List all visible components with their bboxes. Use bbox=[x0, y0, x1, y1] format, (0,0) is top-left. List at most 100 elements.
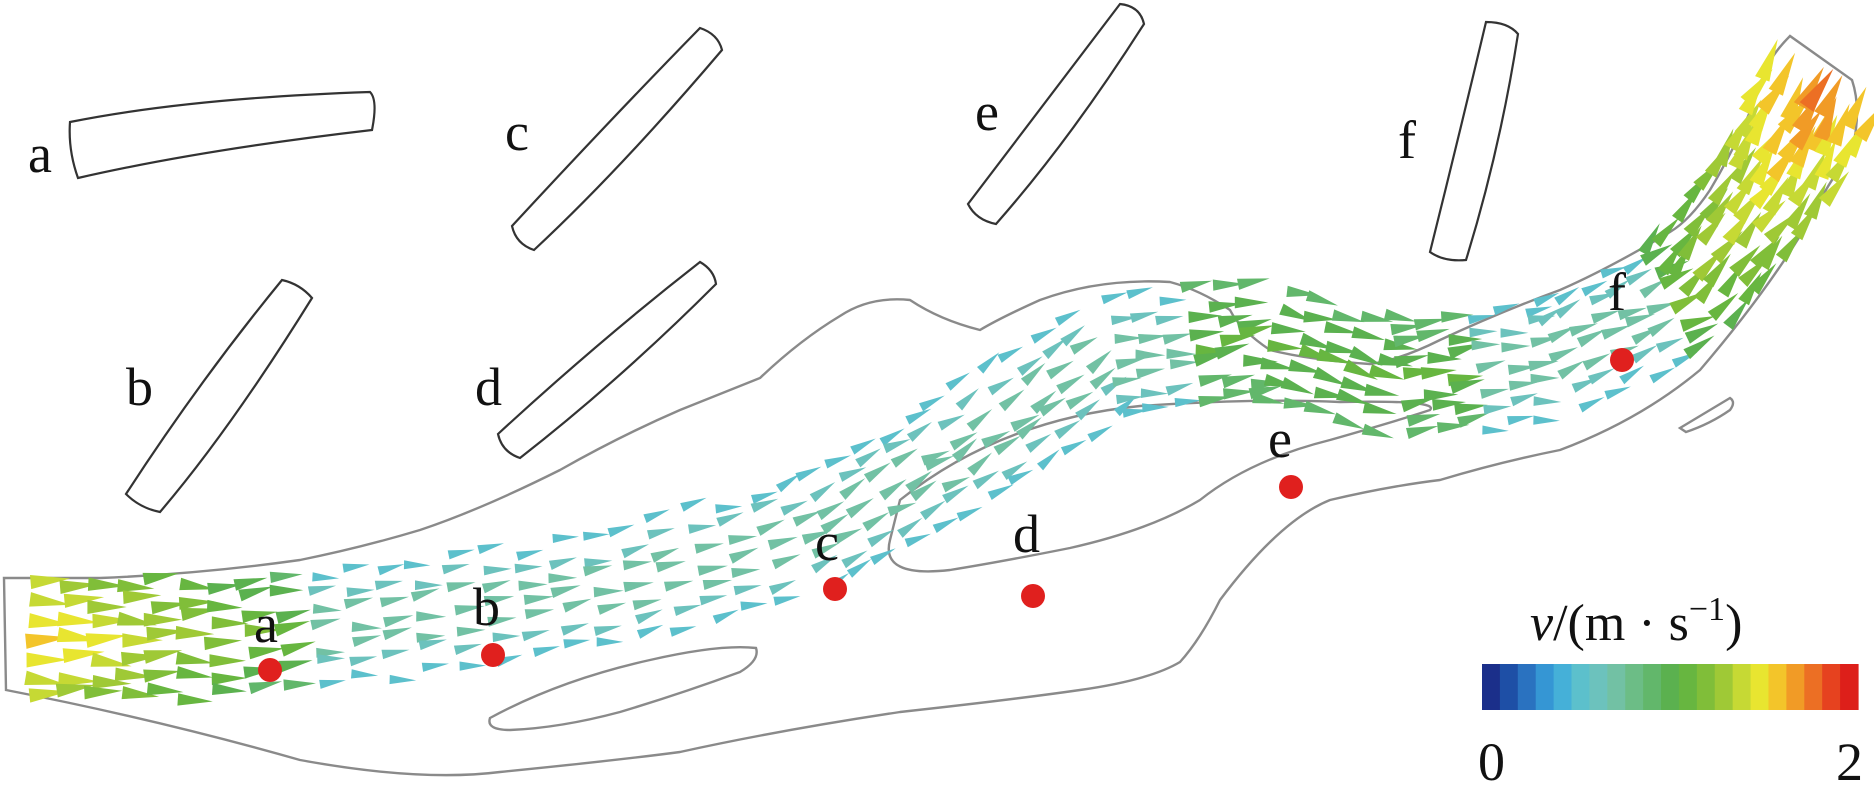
velocity-arrow bbox=[1030, 390, 1057, 414]
velocity-arrow bbox=[58, 672, 99, 687]
velocity-arrow bbox=[1060, 439, 1087, 456]
legend-unit-label: v/(m · s−1) bbox=[1530, 591, 1742, 652]
colorbar-step bbox=[1553, 664, 1573, 710]
velocity-arrow bbox=[207, 582, 242, 595]
velocity-arrow bbox=[949, 432, 978, 451]
velocity-arrow bbox=[1547, 326, 1576, 344]
velocity-arrow bbox=[1188, 311, 1223, 324]
velocity-arrow bbox=[1252, 392, 1285, 404]
velocity-arrow bbox=[1684, 323, 1719, 344]
velocity-arrow bbox=[833, 528, 863, 544]
legend-unit-sup: −1 bbox=[1689, 591, 1725, 628]
velocity-arrow bbox=[1016, 356, 1043, 376]
velocity-arrow bbox=[622, 560, 652, 571]
velocity-arrow bbox=[1587, 368, 1615, 385]
velocity-arrow bbox=[945, 372, 970, 391]
colorbar-step bbox=[1768, 664, 1787, 710]
velocity-arrow bbox=[1533, 415, 1560, 425]
velocity-arrow bbox=[924, 455, 955, 471]
velocity-arrow bbox=[521, 630, 550, 642]
velocity-arrow bbox=[87, 577, 126, 591]
velocity-arrow bbox=[1533, 292, 1560, 308]
velocity-arrow bbox=[143, 612, 183, 627]
velocity-arrow bbox=[1768, 52, 1796, 96]
velocity-arrow bbox=[1198, 396, 1231, 408]
velocity-arrow bbox=[811, 554, 838, 574]
colorbar-step bbox=[1750, 664, 1770, 710]
colorbar-step bbox=[1607, 664, 1626, 710]
velocity-arrow bbox=[597, 602, 627, 615]
velocity-arrow bbox=[967, 452, 992, 476]
velocity-arrow bbox=[1368, 364, 1405, 380]
velocity-arrow bbox=[920, 500, 946, 521]
velocity-arrow bbox=[1525, 306, 1553, 318]
velocity-arrow bbox=[416, 611, 447, 622]
velocity-arrow bbox=[1075, 399, 1100, 421]
point-a-marker bbox=[258, 658, 282, 682]
velocity-arrow bbox=[977, 352, 1000, 374]
velocity-arrow bbox=[897, 517, 923, 538]
velocity-arrow bbox=[1195, 344, 1232, 357]
velocity-arrow bbox=[1280, 377, 1314, 395]
velocity-arrow bbox=[312, 603, 342, 614]
velocity-arrow bbox=[343, 597, 374, 609]
velocity-arrow bbox=[905, 408, 932, 425]
velocity-arrow bbox=[1324, 321, 1358, 334]
colorbar-step bbox=[1643, 664, 1662, 710]
velocity-arrow bbox=[879, 428, 905, 447]
velocity-arrow bbox=[244, 624, 282, 637]
velocity-arrow bbox=[811, 542, 840, 559]
point-d-label: d bbox=[1013, 504, 1040, 564]
velocity-arrow bbox=[1793, 66, 1824, 111]
point-b-label: b bbox=[473, 577, 500, 637]
velocity-arrow bbox=[1757, 235, 1783, 271]
velocity-arrow bbox=[273, 621, 310, 637]
velocity-arrow bbox=[1361, 423, 1394, 439]
velocity-arrow bbox=[349, 656, 378, 667]
velocity-arrow bbox=[1270, 322, 1306, 335]
velocity-arrow bbox=[673, 604, 702, 616]
velocity-arrow bbox=[24, 670, 67, 685]
velocity-arrow bbox=[801, 530, 832, 545]
velocity-arrow bbox=[550, 585, 581, 598]
colorbar-step bbox=[1696, 664, 1716, 710]
velocity-arrow bbox=[1578, 397, 1605, 413]
velocity-arrow bbox=[1364, 383, 1400, 396]
velocity-arrow bbox=[548, 557, 577, 570]
velocity-arrow bbox=[1581, 280, 1608, 297]
velocity-arrow bbox=[29, 592, 71, 607]
velocity-arrow bbox=[310, 618, 341, 631]
point-f-marker bbox=[1610, 348, 1634, 372]
velocity-arrow bbox=[1325, 340, 1360, 354]
velocity-arrow bbox=[203, 636, 242, 651]
monitoring-points: a b c d e f bbox=[254, 262, 1634, 682]
velocity-arrow bbox=[179, 577, 215, 591]
velocity-arrow bbox=[997, 346, 1024, 363]
velocity-arrow bbox=[1469, 327, 1498, 338]
velocity-arrow bbox=[1501, 342, 1531, 353]
inset-d: d bbox=[475, 260, 718, 460]
velocity-arrow bbox=[416, 632, 446, 643]
velocity-arrow bbox=[90, 652, 132, 667]
velocity-arrow bbox=[1129, 311, 1159, 323]
velocity-arrow bbox=[697, 565, 728, 576]
velocity-arrow bbox=[142, 572, 180, 586]
legend-slash: / bbox=[1553, 595, 1568, 652]
velocity-arrow bbox=[1818, 171, 1850, 207]
velocity-arrow bbox=[238, 586, 273, 602]
velocity-arrow bbox=[919, 395, 945, 412]
velocity-arrow bbox=[63, 593, 105, 608]
velocity-arrow bbox=[280, 641, 316, 657]
velocity-arrow bbox=[1054, 309, 1081, 326]
velocity-arrow bbox=[650, 547, 680, 563]
velocity-arrow bbox=[1349, 346, 1383, 366]
velocity-arrow bbox=[1423, 389, 1459, 402]
colorbar-step bbox=[1732, 664, 1752, 710]
velocity-arrow bbox=[750, 498, 779, 513]
velocity-arrow bbox=[775, 473, 801, 493]
velocity-arrow bbox=[1087, 425, 1113, 443]
velocity-arrow bbox=[441, 564, 470, 575]
velocity-arrow bbox=[1814, 75, 1843, 119]
velocity-arrow bbox=[403, 560, 431, 570]
velocity-arrow bbox=[1189, 329, 1225, 342]
